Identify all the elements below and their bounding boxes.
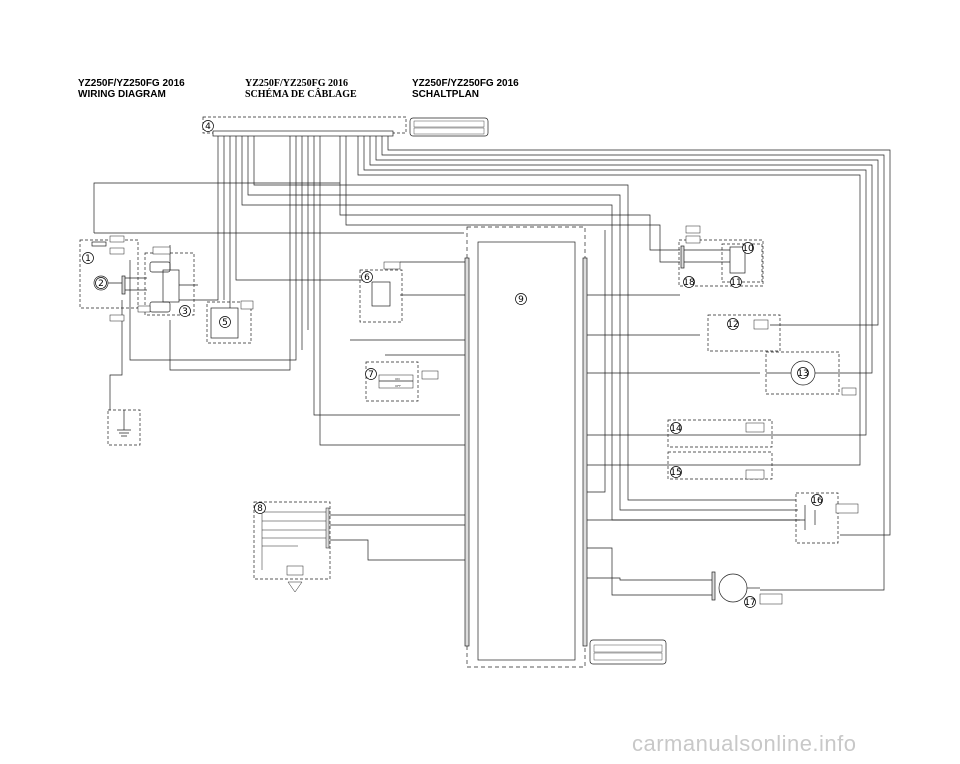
- connector-4-bar: [212, 130, 394, 137]
- component-11-frame: [721, 243, 763, 283]
- svg-text:3: 3: [182, 307, 188, 317]
- wires: [79, 116, 891, 668]
- component-label-4: 4: [202, 120, 214, 132]
- svg-text:15: 15: [670, 468, 681, 478]
- connector-4-frame: [202, 116, 407, 134]
- svg-text:5: 5: [222, 318, 228, 328]
- component-label-14: 14: [670, 422, 682, 434]
- component-15-frame: [667, 451, 773, 480]
- component-label-12: 12: [727, 318, 739, 330]
- component-13-frame: [765, 351, 840, 395]
- component-16-frame: [795, 492, 839, 544]
- component-label-17: 17: [744, 596, 756, 608]
- component-label-5: 5: [219, 316, 231, 328]
- ecu-body: [477, 241, 576, 661]
- header-model: YZ250F/YZ250FG 2016: [412, 78, 519, 89]
- component-6-frame: [359, 269, 403, 323]
- svg-text:18: 18: [683, 278, 695, 288]
- component-label-2: 2: [95, 277, 107, 289]
- svg-text:9: 9: [518, 295, 524, 305]
- switch-off-label: OFF: [395, 384, 401, 388]
- component-1-frame: [79, 239, 139, 309]
- component-12-frame: [707, 314, 781, 352]
- component-3-frame: [144, 252, 195, 316]
- component-14-frame: [667, 419, 773, 448]
- svg-text:12: 12: [727, 320, 738, 330]
- svg-text:1: 1: [85, 254, 91, 264]
- header-model: YZ250F/YZ250FG 2016: [78, 78, 185, 89]
- svg-text:10: 10: [742, 244, 754, 254]
- component-label-16: 16: [811, 494, 823, 506]
- component-18-frame: [678, 239, 764, 287]
- ecu-left-pins: [464, 257, 470, 647]
- header-german: YZ250F/YZ250FG 2016 SCHALTPLAN: [412, 78, 519, 100]
- header-model: YZ250F/YZ250FG 2016: [245, 78, 349, 89]
- component-label-11: 11: [730, 276, 742, 288]
- watermark: carmanualsonline.info: [632, 731, 857, 756]
- header-english: YZ250F/YZ250FG 2016 WIRING DIAGRAM: [78, 78, 185, 100]
- component-label-3: 3: [179, 305, 191, 317]
- svg-text:14: 14: [670, 424, 682, 434]
- ecu-right-pins: [582, 257, 588, 647]
- component-label-15: 15: [670, 466, 682, 478]
- svg-text:6: 6: [364, 273, 370, 283]
- svg-text:13: 13: [797, 369, 808, 379]
- svg-text:2: 2: [98, 279, 104, 289]
- switch-on-label: ON: [395, 377, 400, 381]
- svg-text:4: 4: [205, 122, 211, 132]
- component-label-9: 9: [515, 293, 527, 305]
- svg-text:11: 11: [730, 278, 741, 288]
- component-label-1: 1: [82, 252, 94, 264]
- component-17-motor: [718, 573, 748, 603]
- header-title: WIRING DIAGRAM: [78, 89, 166, 100]
- header-title: SCHÉMA DE CÂBLAGE: [245, 89, 357, 100]
- svg-text:8: 8: [257, 504, 263, 514]
- component-8-frame: [253, 501, 331, 580]
- component-label-18: 18: [683, 276, 695, 288]
- svg-text:7: 7: [368, 370, 374, 380]
- component-7-frame: [365, 361, 419, 402]
- header-title: SCHALTPLAN: [412, 89, 480, 100]
- component-label-7: 7: [365, 368, 377, 380]
- component-label-8: 8: [254, 502, 266, 514]
- component-5-frame: [206, 301, 252, 344]
- component-label-10: 10: [742, 242, 754, 254]
- svg-text:16: 16: [811, 496, 823, 506]
- header-french: YZ250F/YZ250FG 2016 SCHÉMA DE CÂBLAGE: [245, 78, 357, 100]
- component-label-13: 13: [797, 367, 809, 379]
- component-label-6: 6: [361, 271, 373, 283]
- component-labels: 1 2 3 4 5 6 7 8 9 10 11 12 13 14 15 16 1…: [82, 120, 823, 608]
- svg-text:17: 17: [744, 598, 755, 608]
